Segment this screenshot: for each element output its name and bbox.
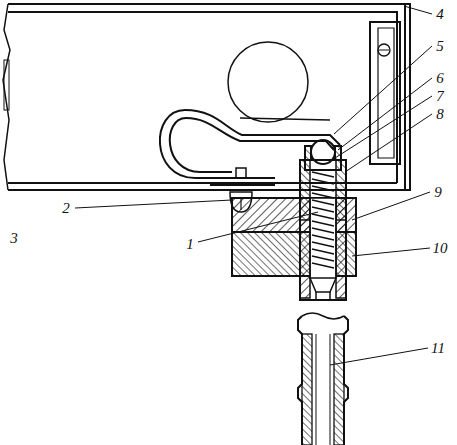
spring-coil [312, 207, 334, 212]
spring-coil [312, 249, 334, 254]
callout-number: 10 [431, 240, 450, 257]
spring-coil [312, 172, 334, 177]
spring-coil [312, 200, 334, 205]
spring-coil [312, 256, 334, 261]
callout-number: 4 [434, 6, 446, 23]
spring-coil [312, 228, 334, 233]
spring-coil [312, 221, 334, 226]
callout-number: 2 [60, 200, 72, 217]
callout-number: 1 [184, 236, 196, 253]
callout-number: 6 [434, 70, 446, 87]
callout-number: 9 [432, 184, 444, 201]
spring-coil [312, 193, 334, 198]
callout-number: 8 [434, 106, 446, 123]
spring-coil [312, 263, 334, 268]
spring-coil [312, 186, 334, 191]
callout-number: 5 [434, 38, 446, 55]
spring-coil [312, 242, 334, 247]
spring-coil [312, 179, 334, 184]
callout-number: 11 [429, 340, 447, 357]
callout-number: 7 [434, 88, 446, 105]
spring-coil [312, 214, 334, 219]
spring-coil [312, 235, 334, 240]
callout-number: 3 [8, 230, 20, 247]
